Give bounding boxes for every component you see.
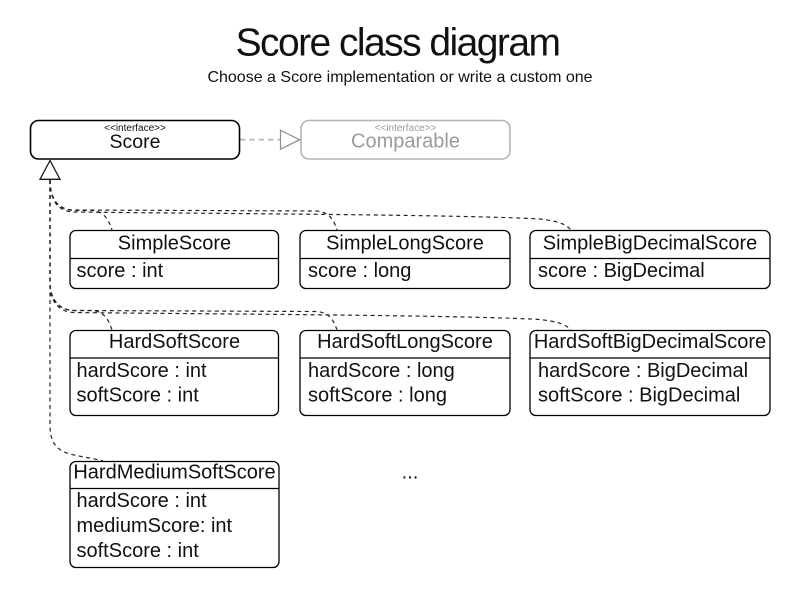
svg-text:hardScore : int: hardScore : int (77, 360, 208, 382)
svg-text:softScore : BigDecimal: softScore : BigDecimal (538, 385, 740, 407)
svg-text:Score: Score (110, 131, 161, 153)
svg-text:score : int: score : int (77, 260, 164, 282)
svg-text:HardSoftScore: HardSoftScore (109, 331, 240, 353)
svg-text:hardScore : int: hardScore : int (77, 490, 208, 512)
svg-text:softScore : long: softScore : long (308, 385, 447, 407)
svg-text:softScore : int: softScore : int (77, 540, 200, 562)
svg-text:HardMediumSoftScore: HardMediumSoftScore (73, 462, 275, 484)
svg-text:score : long: score : long (308, 260, 411, 282)
svg-text:hardScore : long: hardScore : long (308, 360, 455, 382)
svg-text:mediumScore: int: mediumScore: int (77, 515, 233, 537)
svg-text:Score class diagram: Score class diagram (236, 22, 560, 65)
svg-text:SimpleLongScore: SimpleLongScore (326, 233, 484, 255)
svg-text:Comparable: Comparable (351, 131, 460, 153)
svg-text:score : BigDecimal: score : BigDecimal (538, 260, 705, 282)
svg-text:SimpleBigDecimalScore: SimpleBigDecimalScore (543, 233, 758, 255)
svg-text:HardSoftLongScore: HardSoftLongScore (317, 331, 493, 353)
svg-text:SimpleScore: SimpleScore (118, 233, 231, 255)
svg-text:<<interface>>: <<interface>> (104, 123, 166, 134)
svg-text:<<interface>>: <<interface>> (375, 123, 437, 134)
svg-text:hardScore : BigDecimal: hardScore : BigDecimal (538, 360, 748, 382)
svg-text:Choose a Score implementation: Choose a Score implementation or write a… (207, 69, 592, 86)
svg-text:HardSoftBigDecimalScore: HardSoftBigDecimalScore (534, 331, 766, 353)
svg-text:...: ... (402, 462, 419, 484)
svg-text:softScore : int: softScore : int (77, 385, 200, 407)
